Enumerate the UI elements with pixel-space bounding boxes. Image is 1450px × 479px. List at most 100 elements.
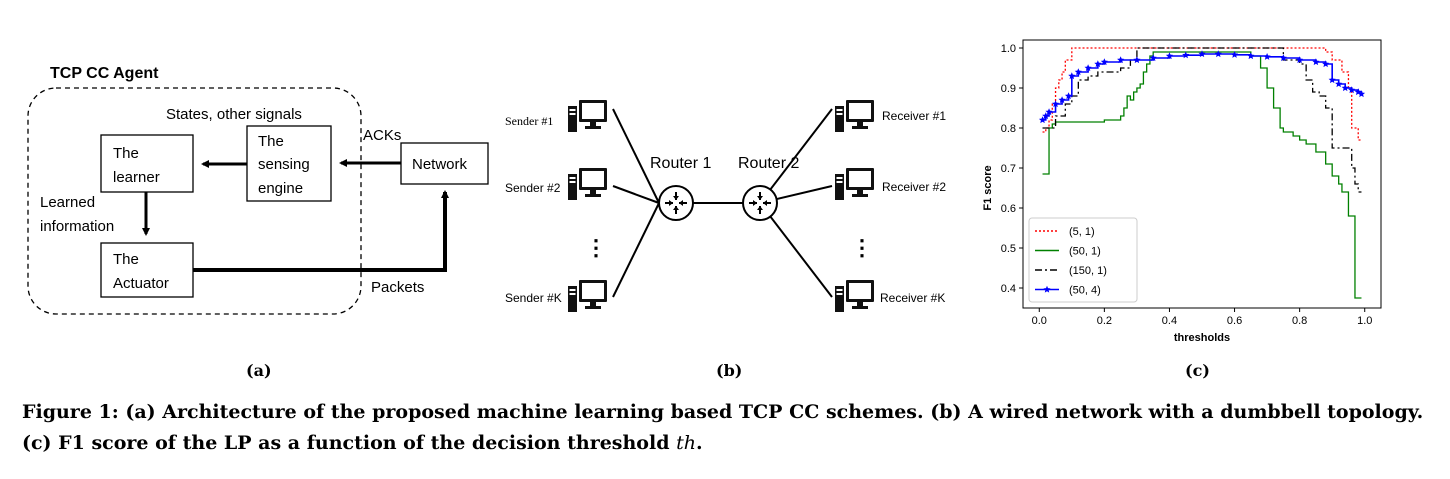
x-tick-label: 0.8 [1292,315,1307,327]
x-tick-label: 1.0 [1357,315,1372,327]
label-a: (a) [246,361,272,380]
label-b: (b) [716,361,743,380]
series-point [1247,52,1255,60]
svg-text:Receiver #K: Receiver #K [880,291,945,305]
x-tick-label: 0.6 [1227,315,1242,327]
sender-1: Sender #1 [505,100,607,132]
svg-text:Actuator: Actuator [113,275,169,292]
network-box: Network [400,142,489,185]
series-point [1068,72,1076,80]
svg-text:Receiver #1: Receiver #1 [882,109,946,123]
series-point [1064,92,1073,100]
legend-entry: (5, 1) [1069,226,1095,238]
y-tick-label: 0.7 [1001,163,1016,175]
router-2: Router 2 [738,155,799,221]
legend-box [1028,217,1138,303]
series-point [1328,76,1336,84]
receiver-k: Receiver #K [835,280,945,312]
svg-text:Sender #1: Sender #1 [505,114,553,128]
series-point [1182,51,1190,59]
series-point [1038,116,1047,124]
y-tick-label: 0.5 [1001,243,1016,255]
x-tick-label: 0.2 [1097,315,1112,327]
agent-boundary [27,87,362,315]
series-point [1341,84,1349,92]
svg-text:engine: engine [258,180,303,197]
svg-text:Receiver #2: Receiver #2 [882,180,946,194]
series-point [1094,60,1102,68]
y-tick-label: 0.9 [1001,83,1016,95]
series-point [1133,56,1141,64]
svg-text:learner: learner [113,169,160,186]
packets-label: Packets [371,279,424,296]
series-line-2 [1042,47,1362,193]
x-tick-label: 0.4 [1162,315,1177,327]
label-c: (c) [1185,361,1210,380]
series-point [1357,90,1366,98]
series-point [1335,80,1343,88]
learner-box: The learner [100,134,194,193]
svg-text:Network: Network [412,156,468,173]
receiver-ellipsis: ⋮ [851,235,873,260]
y-tick-label: 0.6 [1001,203,1016,215]
series-point [1100,58,1108,66]
series-point [1214,50,1222,58]
series-point [1051,100,1060,108]
series-point [1042,112,1050,120]
series-point [1165,52,1174,60]
acks-label: ACKs [363,127,401,144]
series-point [1117,56,1125,64]
series-point [1198,50,1206,58]
learned-info-label: Learned [40,194,95,211]
svg-text:Router 1: Router 1 [650,155,711,172]
sender-k: Sender #K [505,280,607,312]
series-point [1279,54,1287,62]
svg-text:Router 2: Router 2 [738,155,799,172]
series-point [1322,60,1330,68]
series-line-0 [1042,47,1362,141]
panel-b-topology: Sender #1 Sender #2 ⋮ Sender #K Router 1… [505,100,946,312]
series-point [1263,53,1271,60]
y-tick-label: 1.0 [1001,43,1016,55]
x-axis-label: thresholds [1174,332,1230,344]
series-point [1149,54,1157,62]
sensing-engine-box: The sensing engine [246,125,332,202]
agent-title: TCP CC Agent [50,65,159,82]
svg-text:Sender #K: Sender #K [505,291,562,305]
states-label: States, other signals [166,106,302,123]
panel-a-diagram: TCP CC Agent States, other signals The l… [27,65,489,315]
y-tick-label: 0.8 [1001,123,1016,135]
series-point [1230,51,1239,58]
svg-text:Sender #2: Sender #2 [505,181,561,195]
y-axis-label: F1 score [982,165,994,210]
series-point [1058,96,1066,104]
figure-caption: Figure 1: (a) Architecture of the propos… [22,401,1424,454]
learned-info-label-2: information [40,218,114,235]
router-1: Router 1 [650,155,711,221]
svg-text:The: The [113,251,139,268]
y-tick-label: 0.4 [1001,283,1016,295]
legend-entry: (150, 1) [1069,265,1107,277]
svg-text:The: The [113,145,139,162]
legend-marker [1043,285,1051,293]
series-point [1296,56,1304,64]
chart-legend: (5, 1) (50, 1) (150, 1) (50, 4) [1028,217,1138,303]
x-tick-label: 0.0 [1032,315,1047,327]
series-point [1045,108,1053,116]
series-point [1348,86,1356,94]
series-point [1312,58,1320,66]
arrow-actuator-to-network [193,190,449,272]
svg-text:sensing: sensing [258,156,310,173]
receiver-2: Receiver #2 [835,168,946,200]
legend-entry: (50, 1) [1069,246,1101,258]
receiver-1: Receiver #1 [835,100,946,132]
legend-entry: (50, 4) [1069,285,1101,297]
actuator-box: The Actuator [100,242,194,298]
svg-text:The: The [258,133,284,150]
sender-2: Sender #2 [505,168,607,200]
series-point [1084,64,1092,72]
series-point [1074,68,1082,76]
links [612,108,833,298]
sender-ellipsis: ⋮ [585,235,607,260]
